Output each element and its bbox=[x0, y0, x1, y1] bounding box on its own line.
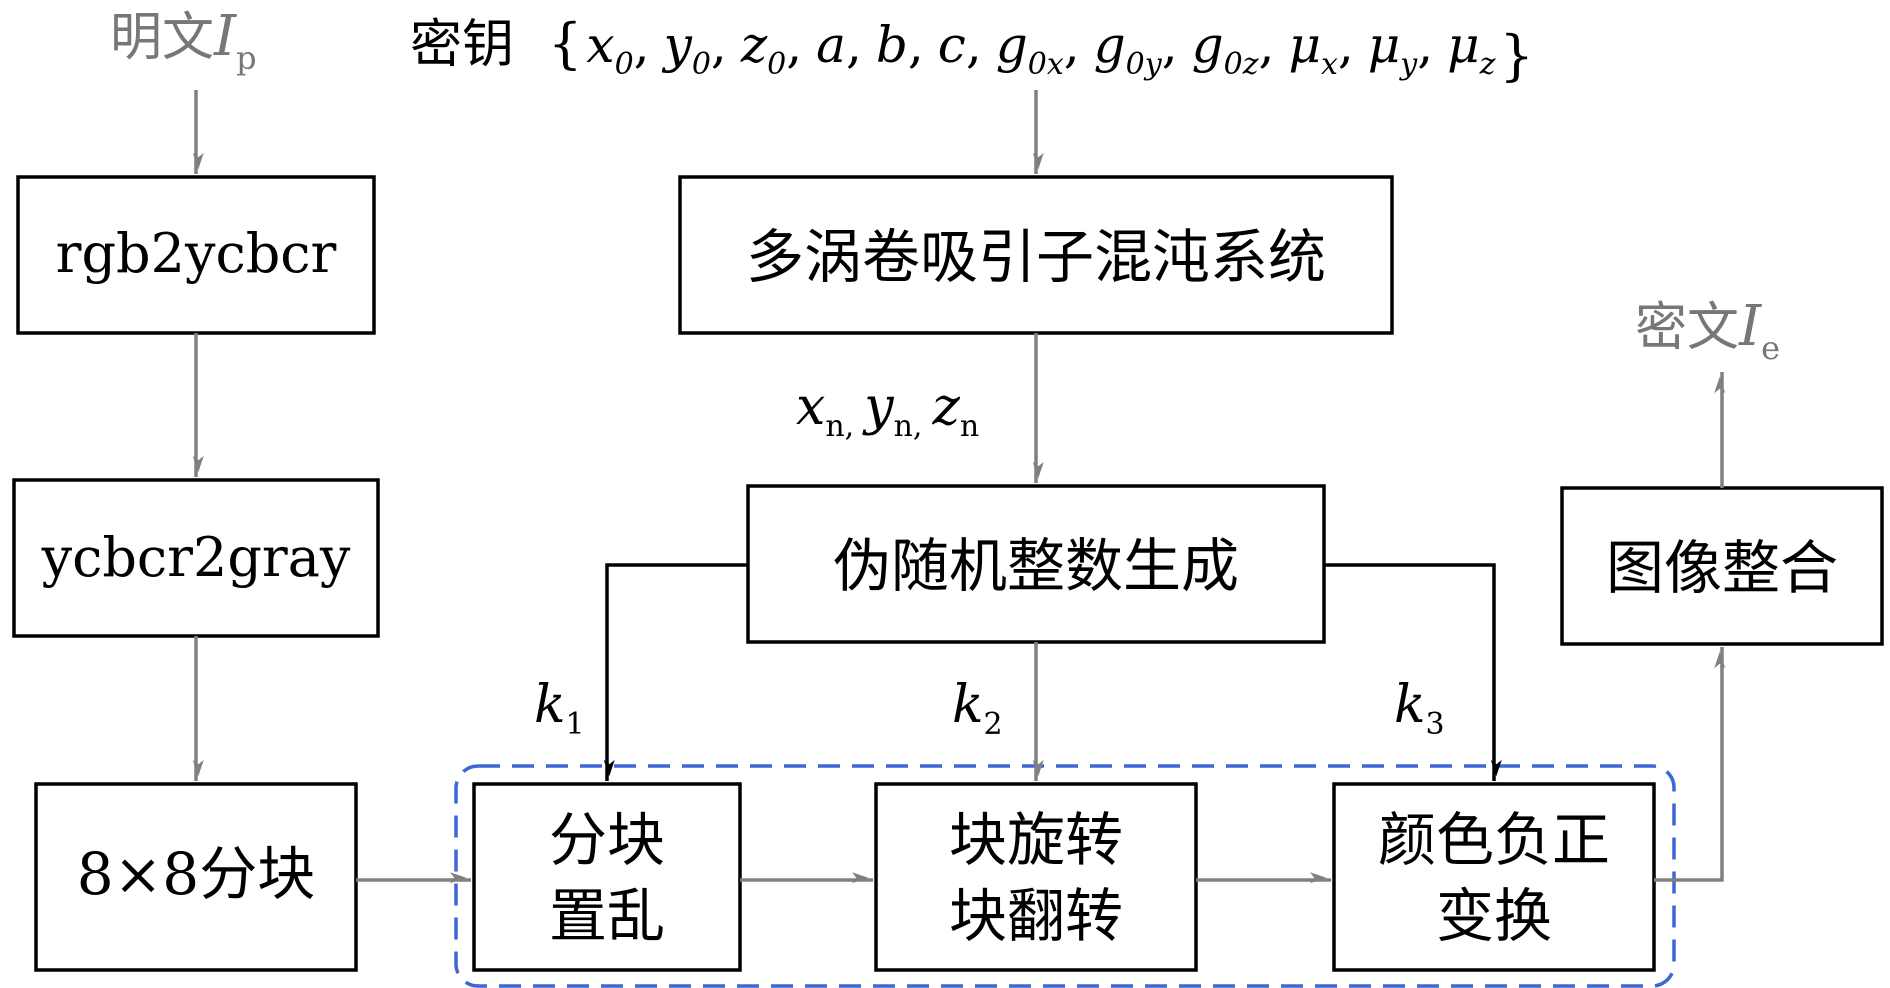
chaos-system-box: 多涡卷吸引子混沌系统 bbox=[678, 175, 1394, 335]
key-param-subscript: y bbox=[1398, 47, 1418, 82]
ycbcr2gray-box: ycbcr2gray bbox=[12, 478, 380, 638]
key-param-symbol: a bbox=[816, 16, 846, 74]
key-arrows bbox=[603, 563, 1502, 781]
k2-label: k2 bbox=[952, 675, 1003, 742]
rgb2ycbcr-box: rgb2ycbcr bbox=[16, 175, 376, 335]
blocking-box: 8×8分块 bbox=[34, 782, 358, 972]
key-param-subscript: 0x bbox=[1028, 47, 1064, 82]
gray-arrows bbox=[192, 90, 1726, 884]
key-param-subscript: 0z bbox=[1224, 47, 1259, 82]
scramble-label-line2: 置乱 bbox=[549, 882, 665, 950]
k1-label: k1 bbox=[534, 675, 585, 742]
key-param-symbol: μ bbox=[1288, 16, 1321, 74]
key-param-subscript: x bbox=[1321, 47, 1338, 82]
scramble-label-line1: 分块 bbox=[549, 806, 665, 874]
chaos-system-label: 多涡卷吸引子混沌系统 bbox=[746, 223, 1326, 291]
image-integration-box: 图像整合 bbox=[1560, 486, 1884, 646]
key-param-symbol: y bbox=[662, 16, 693, 74]
color-transform-label-line2: 变换 bbox=[1436, 882, 1552, 950]
key-param-subscript: 0 bbox=[692, 47, 711, 82]
key-param-symbol: μ bbox=[1368, 16, 1401, 74]
rgb2ycbcr-label: rgb2ycbcr bbox=[56, 222, 337, 285]
key-caption: 密钥 {x0,y0,z0,a,b,c,g0x,g0y,g0z,μx,μy,μz} bbox=[410, 12, 1534, 87]
key-param-subscript: 0 bbox=[767, 47, 786, 82]
key-param-subscript: 0 bbox=[615, 47, 634, 82]
key-brace-open: { bbox=[548, 12, 582, 75]
color-transform-label-line1: 颜色负正 bbox=[1378, 806, 1610, 874]
key-param-symbol: c bbox=[938, 16, 966, 74]
chaos-sequence-label: xn,yn,zn bbox=[796, 377, 979, 444]
arrow-prng-to-scramble-k1 bbox=[603, 563, 748, 781]
key-label: 密钥 bbox=[410, 15, 514, 75]
key-param-symbol: x bbox=[586, 16, 614, 74]
key-param-symbol: b bbox=[876, 16, 908, 74]
plaintext-caption: 明文Ip bbox=[110, 4, 257, 77]
key-param-subscript: z bbox=[1479, 47, 1496, 82]
blocking-label: 8×8分块 bbox=[77, 840, 315, 908]
key-params: {x0,y0,z0,a,b,c,g0x,g0y,g0z,μx,μy,μz} bbox=[548, 12, 1534, 87]
key-brace-close: } bbox=[1499, 24, 1533, 87]
key-param-symbol: g bbox=[1094, 16, 1126, 74]
k3-label: k3 bbox=[1394, 675, 1445, 742]
image-integration-label: 图像整合 bbox=[1606, 534, 1838, 602]
scramble-box: 分块 置乱 bbox=[472, 782, 742, 972]
key-param-symbol: μ bbox=[1447, 16, 1480, 74]
color-transform-box: 颜色负正 变换 bbox=[1332, 782, 1656, 972]
prng-box: 伪随机整数生成 bbox=[746, 484, 1326, 644]
rotate-flip-label-line1: 块旋转 bbox=[949, 806, 1123, 874]
arrow-prng-to-color-k3 bbox=[1324, 563, 1502, 781]
ciphertext-caption: 密文Ie bbox=[1635, 294, 1780, 367]
key-param-symbol: g bbox=[1192, 16, 1224, 74]
prng-label: 伪随机整数生成 bbox=[833, 532, 1239, 600]
rotate-flip-label-line2: 块翻转 bbox=[949, 882, 1123, 950]
rotate-flip-box: 块旋转 块翻转 bbox=[874, 782, 1198, 972]
key-param-symbol: z bbox=[740, 16, 768, 74]
arrow-color-to-integration bbox=[1654, 647, 1726, 882]
key-param-subscript: 0y bbox=[1126, 47, 1163, 82]
ycbcr2gray-label: ycbcr2gray bbox=[41, 526, 351, 589]
encryption-stage-group bbox=[454, 764, 1676, 988]
key-param-symbol: g bbox=[996, 16, 1028, 74]
